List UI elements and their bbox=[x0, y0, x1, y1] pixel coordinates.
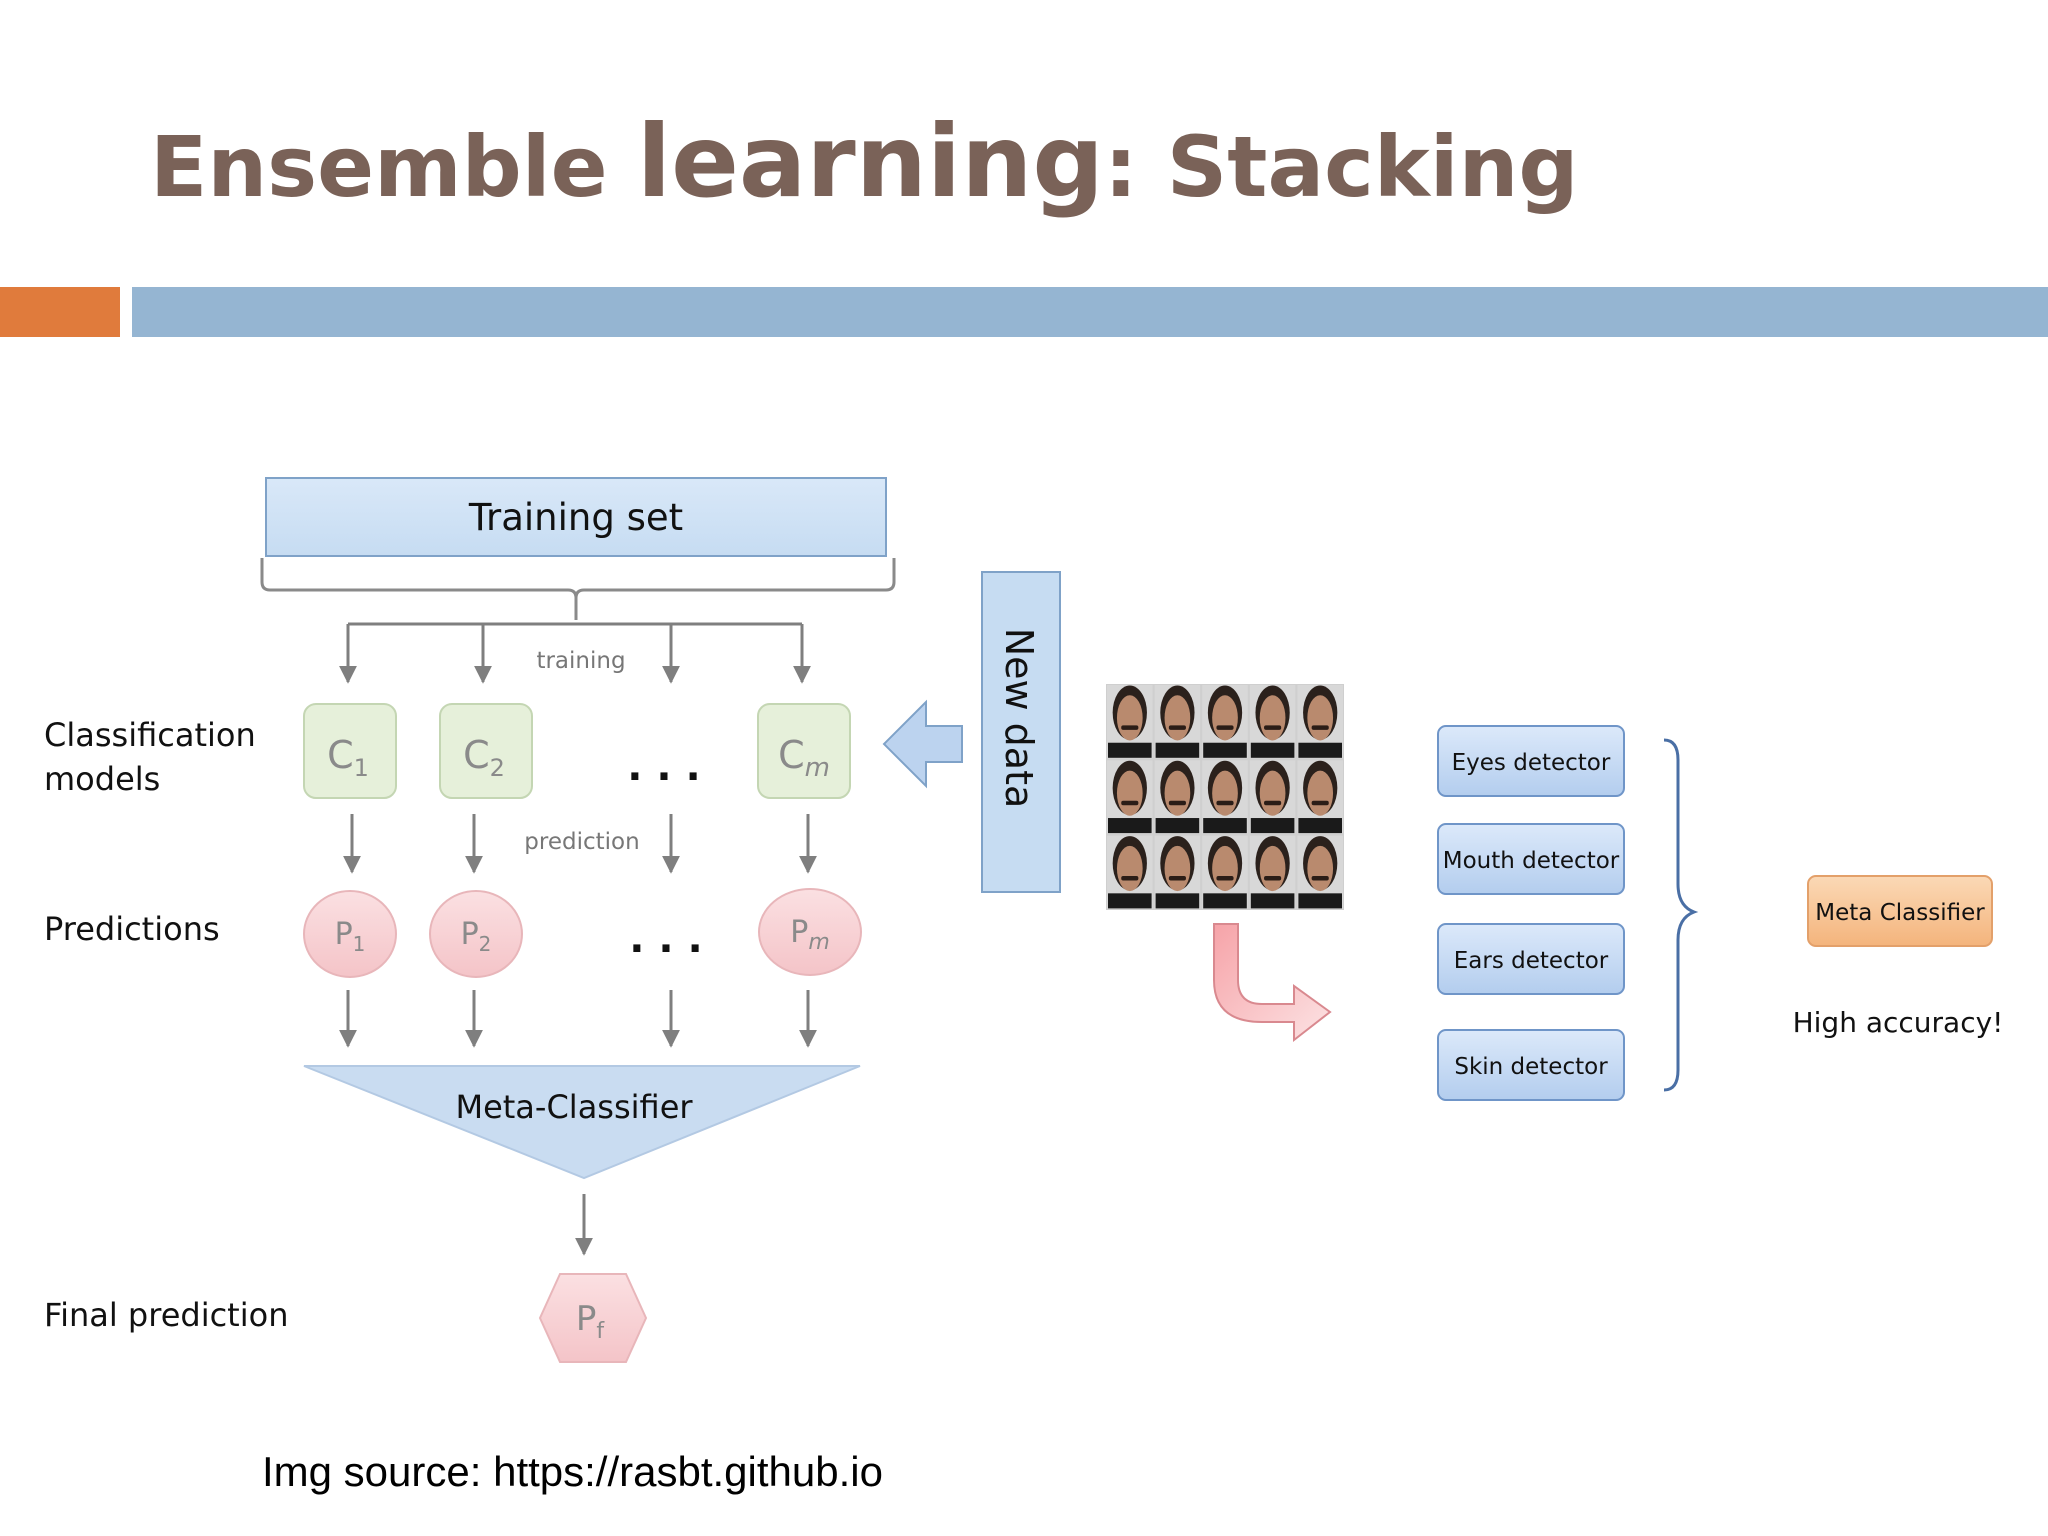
face-photo bbox=[1202, 835, 1248, 909]
new-data-label: New data bbox=[997, 628, 1041, 809]
classifier-cm: Cm bbox=[757, 703, 851, 799]
detector-mouth: Mouth detector bbox=[1437, 823, 1625, 895]
prediction-p1: P1 bbox=[303, 890, 397, 978]
svg-text:Eyes detector: Eyes detector bbox=[1452, 750, 1611, 776]
svg-text:Skin detector: Skin detector bbox=[1454, 1054, 1608, 1080]
detector-skin: Skin detector bbox=[1437, 1029, 1625, 1101]
svg-text:C1: C1 bbox=[327, 733, 369, 782]
svg-text:Pf: Pf bbox=[576, 1299, 606, 1344]
svg-text:Pm: Pm bbox=[790, 915, 830, 955]
meta-classifier-triangle bbox=[303, 1065, 861, 1180]
classifier-ellipsis: . . . bbox=[627, 744, 700, 790]
meta-classifier-label: Meta-Classifier bbox=[455, 1088, 693, 1126]
svg-text:Mouth detector: Mouth detector bbox=[1443, 848, 1620, 874]
new-data-left-arrow bbox=[882, 699, 963, 789]
face-photo bbox=[1154, 835, 1201, 909]
final-prediction-hexagon: Pf bbox=[538, 1273, 648, 1363]
face-photo bbox=[1249, 760, 1296, 834]
svg-text:Cm: Cm bbox=[778, 733, 830, 783]
face-photo bbox=[1297, 760, 1343, 834]
face-photo bbox=[1107, 685, 1153, 759]
prediction-p2: P2 bbox=[429, 890, 523, 978]
training-set-box bbox=[265, 477, 887, 557]
training-set-label: Training set bbox=[468, 496, 683, 539]
header-accent-orange bbox=[0, 287, 120, 337]
face-photo bbox=[1297, 685, 1343, 759]
face-photo bbox=[1107, 835, 1153, 909]
svg-text:C2: C2 bbox=[463, 733, 505, 782]
new-data-box bbox=[981, 571, 1061, 893]
prediction-pm: Pm bbox=[758, 888, 862, 976]
curved-pink-arrow bbox=[1213, 923, 1332, 1043]
face-image-grid bbox=[1106, 684, 1344, 910]
face-photo bbox=[1154, 685, 1201, 759]
face-photo bbox=[1202, 685, 1248, 759]
training-brace bbox=[260, 558, 896, 620]
row-label-predictions: Predictions bbox=[44, 910, 220, 948]
classifier-c1: C1 bbox=[303, 703, 397, 799]
face-photo bbox=[1202, 760, 1248, 834]
svg-text:Meta Classifier: Meta Classifier bbox=[1815, 900, 1985, 926]
face-photo bbox=[1107, 760, 1153, 834]
detector-eyes: Eyes detector bbox=[1437, 725, 1625, 797]
detector-ears: Ears detector bbox=[1437, 923, 1625, 995]
prediction-ellipsis: . . . bbox=[629, 916, 702, 962]
face-photo bbox=[1154, 760, 1201, 834]
high-accuracy-label: High accuracy! bbox=[1793, 1006, 2004, 1039]
classifier-c2: C2 bbox=[439, 703, 533, 799]
svg-text:Ears detector: Ears detector bbox=[1454, 948, 1609, 974]
slide-title: Ensemble learning: Stacking bbox=[150, 103, 1579, 220]
face-photo bbox=[1249, 685, 1296, 759]
svg-text:P2: P2 bbox=[461, 917, 492, 956]
training-label: training bbox=[536, 648, 625, 674]
image-source-footer: Img source: https://rasbt.github.io bbox=[262, 1448, 883, 1495]
meta-classifier-box: Meta Classifier bbox=[1807, 875, 1993, 947]
row-label-classification: Classification models bbox=[44, 716, 266, 798]
face-photo bbox=[1297, 835, 1343, 909]
row-label-final-prediction: Final prediction bbox=[44, 1296, 288, 1334]
header-accent-blue bbox=[132, 287, 2048, 337]
face-photo bbox=[1249, 835, 1296, 909]
prediction-label: prediction bbox=[524, 829, 639, 855]
svg-text:P1: P1 bbox=[335, 917, 366, 956]
detector-brace bbox=[1663, 738, 1699, 1092]
